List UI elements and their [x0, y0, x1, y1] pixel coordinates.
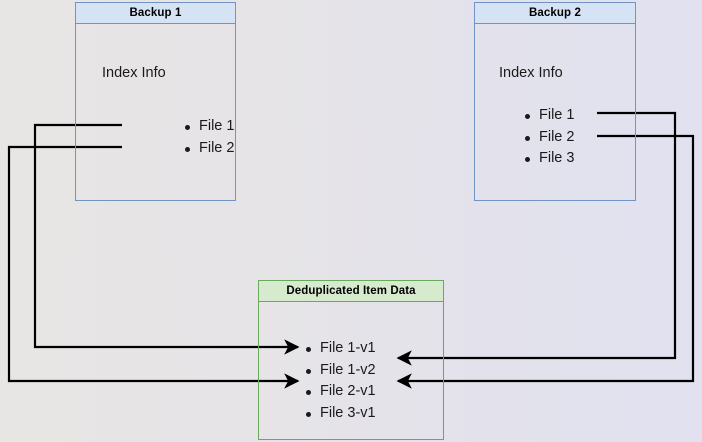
- node-backup-1[interactable]: Backup 1 Index Info File 1 File 2: [75, 2, 236, 201]
- backup-2-index-label: Index Info: [499, 65, 563, 81]
- connector-backup2-file1-to-file1v2: [396, 111, 677, 366]
- list-item: File 1: [523, 105, 574, 127]
- connector-backup1-file2-to-file2v1: [7, 145, 300, 389]
- list-item: File 2-v1: [304, 381, 376, 403]
- list-item: File 2: [183, 138, 234, 160]
- backup-1-file-list: File 1 File 2: [183, 116, 234, 159]
- list-item: File 3: [523, 148, 574, 170]
- list-item: File 1-v2: [304, 360, 376, 382]
- connector-backup1-file1-to-file1v1: [33, 123, 300, 355]
- backup-1-index-label: Index Info: [102, 65, 166, 81]
- node-backup-2[interactable]: Backup 2 Index Info File 1 File 2 File 3: [474, 2, 636, 201]
- list-item: File 1-v1: [304, 338, 376, 360]
- node-backup-1-body: Index Info File 1 File 2: [76, 24, 235, 200]
- node-backup-2-header: Backup 2: [475, 3, 635, 24]
- node-deduplicated-item-data-body: File 1-v1 File 1-v2 File 2-v1 File 3-v1: [259, 302, 443, 439]
- backup-2-file-list: File 1 File 2 File 3: [523, 105, 574, 170]
- node-deduplicated-item-data-header: Deduplicated Item Data: [259, 281, 443, 302]
- connector-backup2-file2-to-file2v1: [396, 134, 695, 389]
- dedup-file-list: File 1-v1 File 1-v2 File 2-v1 File 3-v1: [304, 338, 376, 424]
- node-backup-2-body: Index Info File 1 File 2 File 3: [475, 24, 635, 200]
- list-item: File 2: [523, 127, 574, 149]
- node-backup-1-header: Backup 1: [76, 3, 235, 24]
- list-item: File 3-v1: [304, 403, 376, 425]
- list-item: File 1: [183, 116, 234, 138]
- node-deduplicated-item-data[interactable]: Deduplicated Item Data File 1-v1 File 1-…: [258, 280, 444, 440]
